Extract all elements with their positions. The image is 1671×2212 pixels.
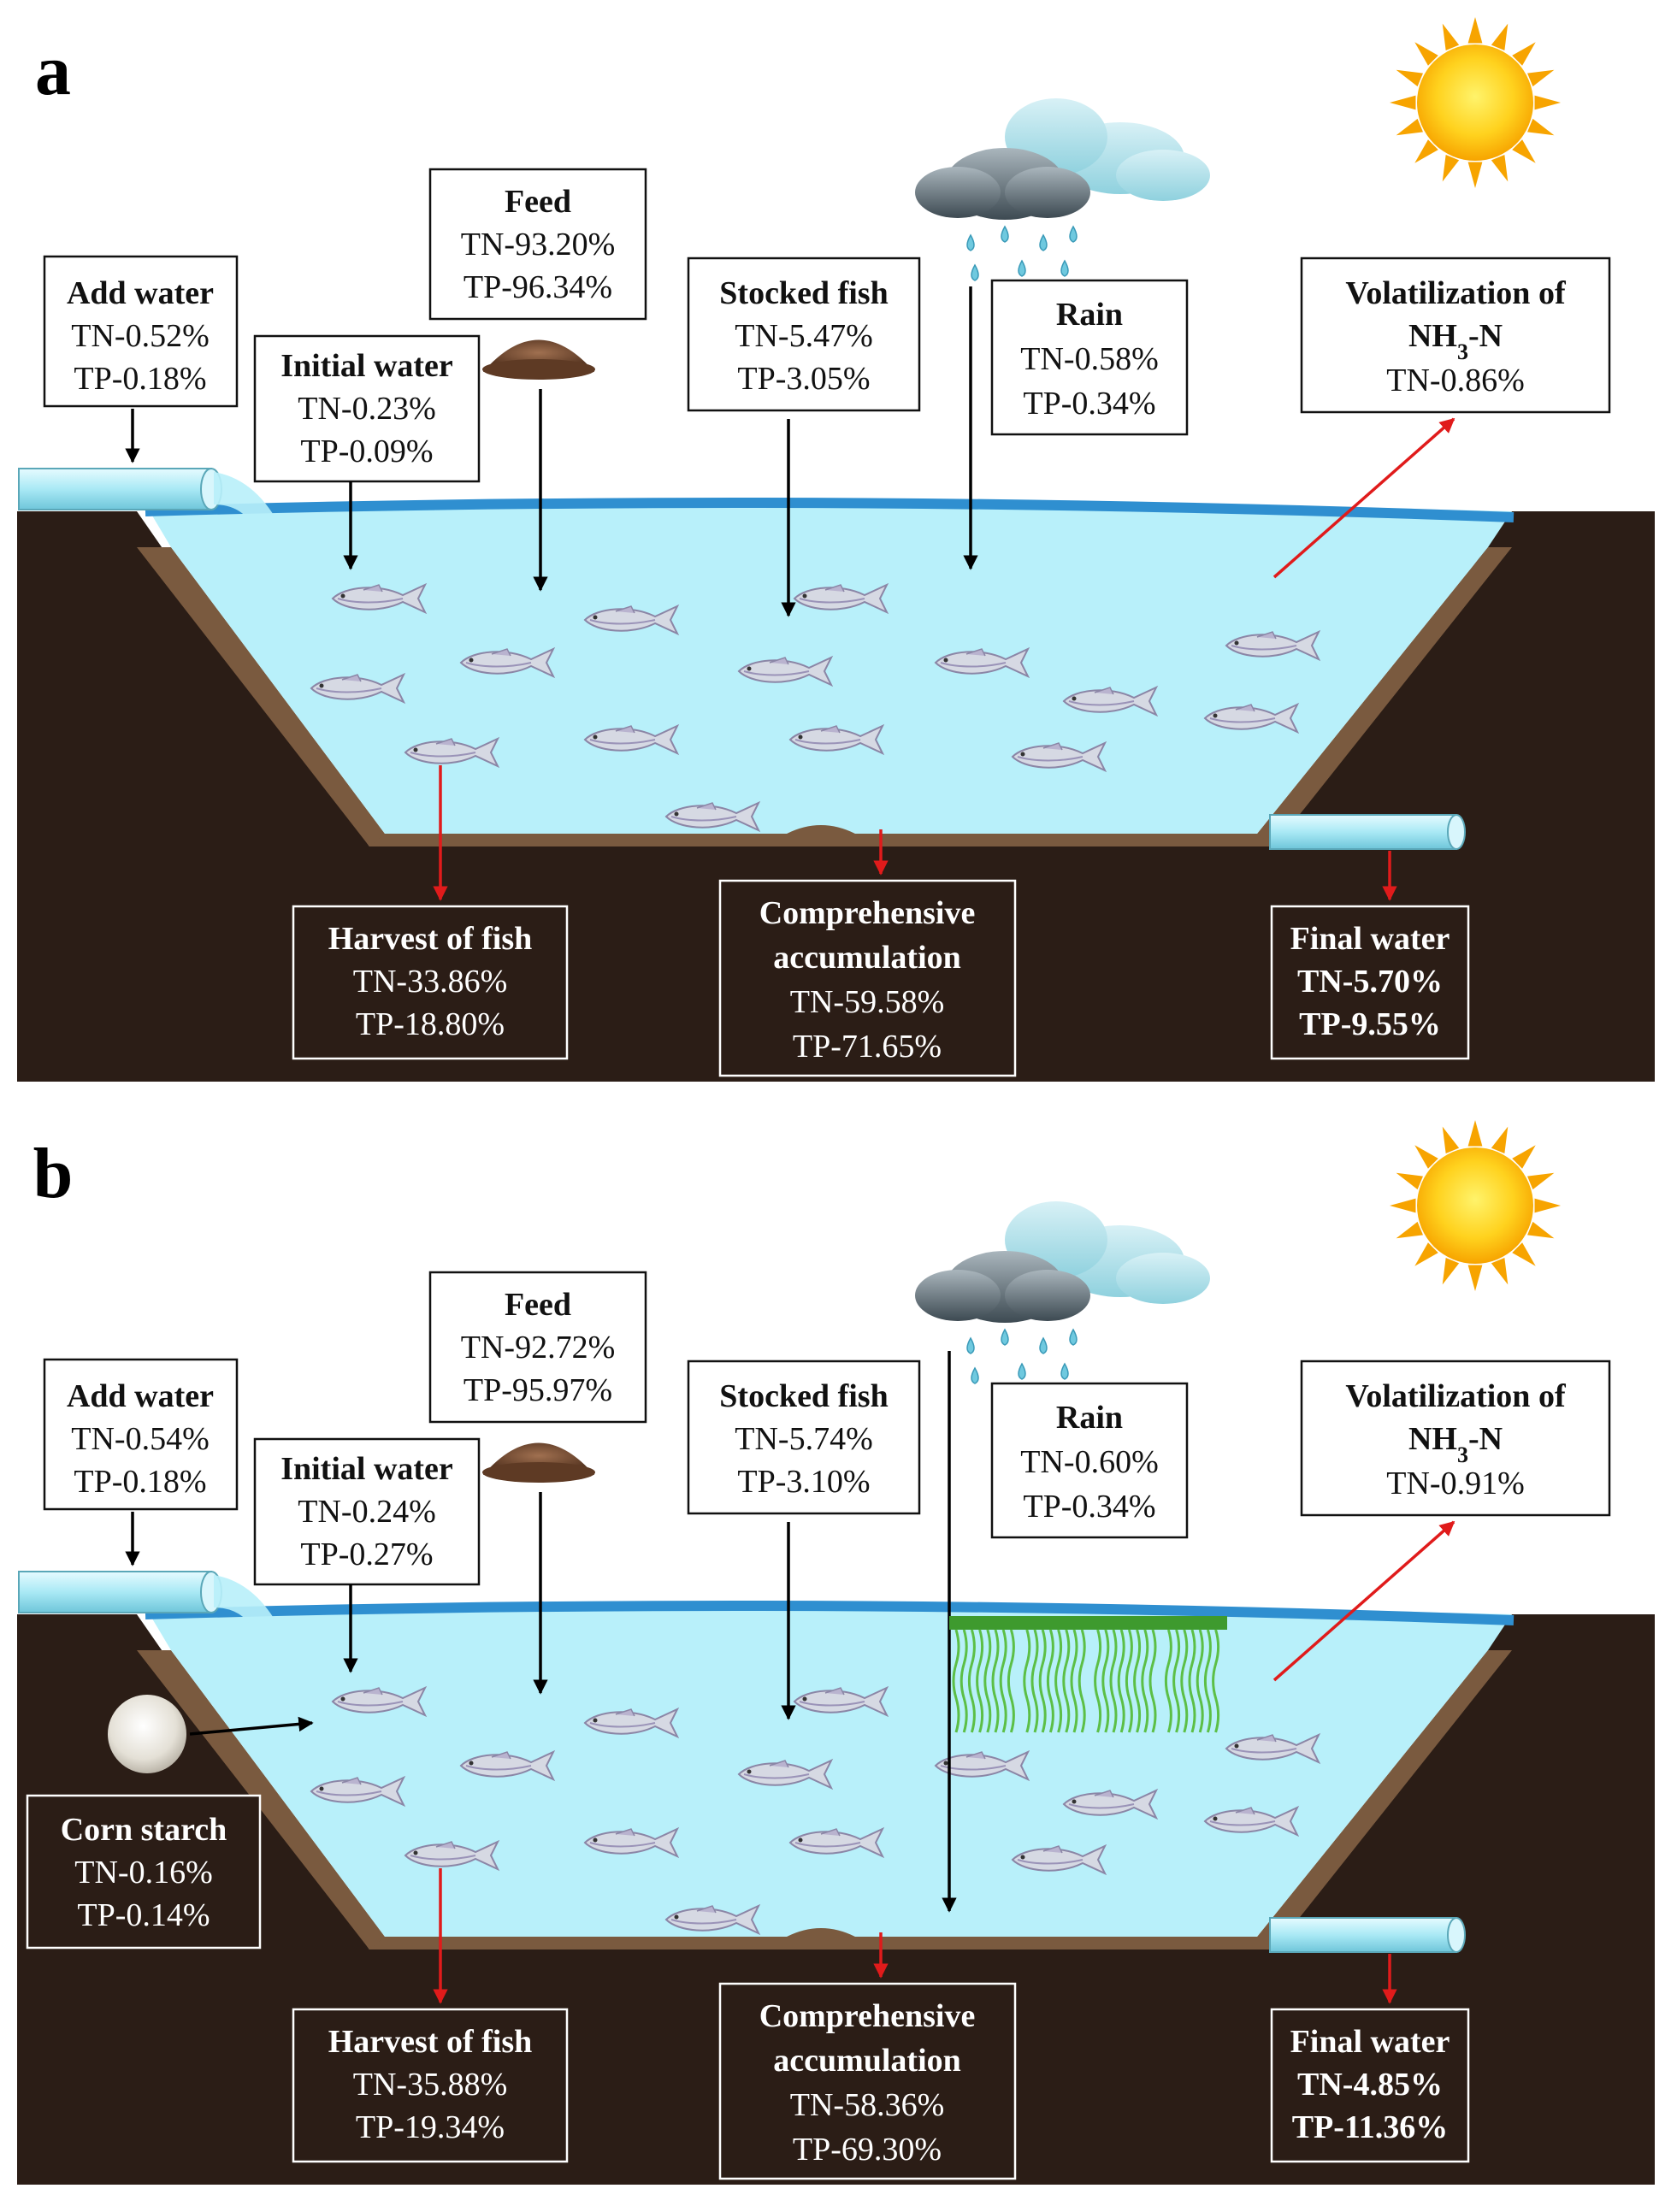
rain-tn: TN-0.60%	[1020, 1444, 1158, 1480]
outlet-pipe	[1269, 1917, 1466, 1953]
stocked-fish-tp: TP-3.05%	[737, 361, 870, 397]
rain-title: Rain	[1056, 297, 1123, 333]
add-water-box	[43, 255, 239, 408]
add-water-tp: TP-0.18%	[74, 361, 206, 397]
inlet-pipe	[18, 1571, 282, 1635]
initial-water-box	[253, 1437, 481, 1586]
harvest-tp: TP-18.80%	[356, 1006, 505, 1042]
nh3n-label: NH3-N	[1408, 318, 1503, 364]
feed-tn: TN-92.72%	[461, 1330, 615, 1366]
final-water-tp: TP-9.55%	[1299, 1006, 1441, 1042]
volatilization-box	[1300, 1360, 1611, 1517]
aquatic-plants-icon	[949, 1616, 1227, 1733]
corn-starch-arrow	[189, 1716, 314, 1736]
rain-box	[990, 1382, 1189, 1539]
volatilization-tn: TN-0.86%	[1386, 363, 1524, 398]
rain-title: Rain	[1056, 1400, 1123, 1436]
accumulation-title-line1: Comprehensive	[759, 1998, 976, 2034]
outlet-pipe	[1269, 814, 1466, 850]
stocked-fish-tn: TN-5.74%	[735, 1421, 872, 1457]
nh3n-label: NH3-N	[1408, 1421, 1503, 1467]
stocked-fish-title: Stocked fish	[719, 1378, 888, 1414]
accumulation-box	[718, 1982, 1017, 2180]
accumulation-tn: TN-59.58%	[790, 984, 944, 1020]
harvest-tp: TP-19.34%	[356, 2109, 505, 2145]
accumulation-title-line1: Comprehensive	[759, 895, 976, 931]
sun-icon	[1390, 17, 1561, 188]
add-water-title: Add water	[67, 1378, 214, 1414]
corn-starch-box	[26, 1794, 262, 1950]
final-water-tn: TN-5.70%	[1297, 964, 1443, 1000]
feed-title: Feed	[505, 184, 571, 220]
accumulation-title-line2: accumulation	[773, 2043, 961, 2079]
volatilization-box	[1300, 257, 1611, 414]
accumulation-box	[718, 879, 1017, 1077]
harvest-tn: TN-33.86%	[353, 964, 507, 1000]
harvest-box	[292, 2008, 569, 2163]
initial-water-title: Initial water	[280, 348, 453, 384]
volatilization-title: Volatilization of	[1345, 275, 1567, 311]
feed-pellets-icon	[482, 1442, 595, 1483]
final-water-title: Final water	[1290, 921, 1450, 957]
feed-pellets-icon	[482, 339, 595, 380]
stocked-fish-tp: TP-3.10%	[737, 1464, 870, 1500]
rain-cloud-icon	[915, 98, 1210, 281]
final-water-tp: TP-11.36%	[1292, 2109, 1449, 2145]
feed-tp: TP-96.34%	[464, 269, 612, 305]
final-water-box	[1270, 2008, 1470, 2163]
feed-tn: TN-93.20%	[461, 227, 615, 262]
initial-water-tn: TN-0.24%	[298, 1494, 435, 1530]
initial-water-box	[253, 334, 481, 483]
initial-water-title: Initial water	[280, 1451, 453, 1487]
harvest-tn: TN-35.88%	[353, 2067, 507, 2103]
harvest-box	[292, 905, 569, 1060]
final-water-box	[1270, 905, 1470, 1060]
initial-water-tp: TP-0.27%	[300, 1537, 433, 1572]
corn-starch-icon	[108, 1695, 186, 1773]
volatilization-tn: TN-0.91%	[1386, 1466, 1524, 1501]
add-water-title: Add water	[67, 275, 214, 311]
rain-cloud-icon	[915, 1201, 1210, 1384]
rain-tn: TN-0.58%	[1020, 341, 1158, 377]
accumulation-tn: TN-58.36%	[790, 2087, 944, 2123]
final-water-tn: TN-4.85%	[1297, 2067, 1443, 2103]
add-water-tp: TP-0.18%	[74, 1464, 206, 1500]
panel-letter: a	[35, 31, 71, 110]
inlet-pipe	[18, 468, 282, 532]
panel-letter: b	[33, 1134, 74, 1213]
volatilization-arrow	[1272, 1520, 1455, 1682]
corn-starch-title: Corn starch	[61, 1812, 227, 1848]
feed-box	[428, 168, 647, 321]
volatilization-title: Volatilization of	[1345, 1378, 1567, 1414]
harvest-title: Harvest of fish	[328, 921, 533, 957]
initial-water-tn: TN-0.23%	[298, 391, 435, 427]
add-water-tn: TN-0.54%	[71, 1421, 209, 1457]
feed-box	[428, 1271, 647, 1424]
accumulation-tp: TP-71.65%	[793, 1029, 942, 1065]
final-water-title: Final water	[1290, 2024, 1450, 2060]
accumulation-tp: TP-69.30%	[793, 2132, 942, 2168]
rain-tp: TP-0.34%	[1023, 1489, 1155, 1525]
add-water-tn: TN-0.52%	[71, 318, 209, 354]
volatilization-arrow	[1272, 417, 1455, 579]
stocked-fish-tn: TN-5.47%	[735, 318, 872, 354]
sun-icon	[1390, 1120, 1561, 1291]
harvest-title: Harvest of fish	[328, 2024, 533, 2060]
rain-tp: TP-0.34%	[1023, 386, 1155, 422]
feed-title: Feed	[505, 1287, 571, 1323]
add-water-box	[43, 1358, 239, 1511]
accumulation-title-line2: accumulation	[773, 940, 961, 976]
feed-tp: TP-95.97%	[464, 1372, 612, 1408]
initial-water-tp: TP-0.09%	[300, 434, 433, 469]
corn-starch-tp: TP-0.14%	[77, 1897, 210, 1933]
corn-starch-tn: TN-0.16%	[74, 1855, 212, 1891]
rain-box	[990, 279, 1189, 436]
stocked-fish-box	[687, 257, 921, 412]
stocked-fish-title: Stocked fish	[719, 275, 888, 311]
stocked-fish-box	[687, 1360, 921, 1515]
